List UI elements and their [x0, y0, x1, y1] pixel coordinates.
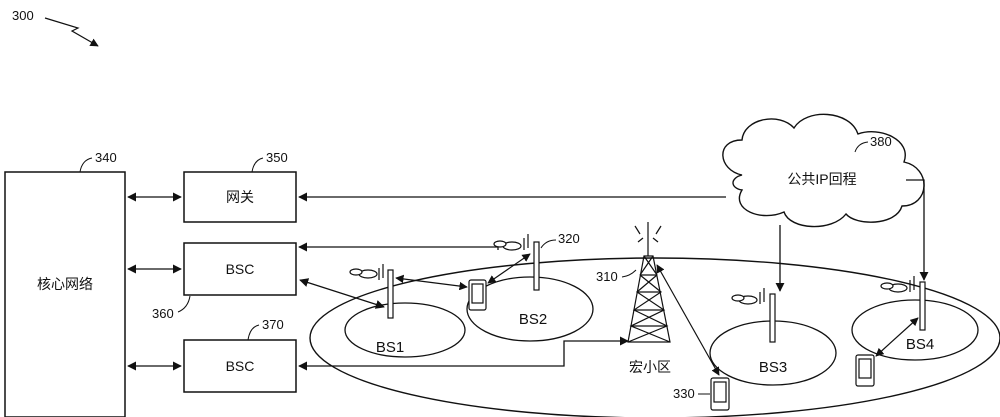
bsc-bottom-ref: 370 [262, 317, 284, 332]
bs4-coverage [851, 299, 979, 361]
gateway-box [183, 171, 297, 223]
figure-number: 300 [12, 8, 34, 23]
backhaul-bs4-link [906, 179, 929, 281]
bs3-label: BS3 [759, 359, 787, 376]
gateway-label: 网关 [226, 189, 254, 205]
handset-3-icon [855, 354, 875, 387]
bs2-handset-link [487, 253, 531, 284]
handset-1-icon [468, 279, 487, 311]
core-network-box [4, 171, 126, 417]
bs4-handset-link [875, 317, 919, 357]
core-network-label: 核心网络 [37, 276, 93, 292]
bsc-top-label: BSC [226, 261, 255, 277]
core-network-leader [79, 157, 93, 173]
bs2-antenna-icon [493, 234, 540, 291]
bsc-top-leader [177, 295, 191, 313]
backhaul-leader [854, 141, 869, 153]
bsc-bottom-leader [247, 324, 260, 341]
backhaul-ref: 380 [870, 134, 892, 149]
gateway-leader [251, 157, 264, 173]
macro-handset-link [656, 264, 720, 376]
bsc-top-ref: 360 [152, 306, 174, 321]
bsc-top-bs2-link [298, 242, 499, 252]
macro-tower-icon [627, 222, 671, 343]
small-cell-leader [540, 239, 557, 249]
bs1-handset-link [395, 274, 468, 291]
bs1-antenna-icon [349, 264, 394, 319]
bsc-bottom-box [183, 339, 297, 393]
bsc-top-box [183, 242, 297, 296]
macro-cell-ref: 310 [596, 269, 618, 284]
bs4-label: BS4 [906, 336, 934, 353]
handset-2-icon [710, 377, 730, 411]
bs2-label: BS2 [519, 311, 547, 328]
bs1-label: BS1 [376, 339, 404, 356]
macro-cell-leader [621, 269, 637, 278]
bs4-antenna-icon [880, 276, 926, 331]
small-cell-ref: 320 [558, 231, 580, 246]
bsc-bottom-label: BSC [226, 358, 255, 374]
core-network-ref: 340 [95, 150, 117, 165]
bsc-bottom-macro-link [298, 336, 629, 371]
figure-number-arrow [44, 17, 99, 47]
backhaul-label: 公共IP回程 [787, 171, 856, 187]
macro-cell-label: 宏小区 [629, 359, 671, 375]
bsc-top-bs1-link [299, 278, 385, 309]
gateway-ref: 350 [266, 150, 288, 165]
bs3-antenna-icon [731, 288, 776, 343]
handset-ref: 330 [673, 386, 695, 401]
bs1-coverage [344, 302, 466, 358]
